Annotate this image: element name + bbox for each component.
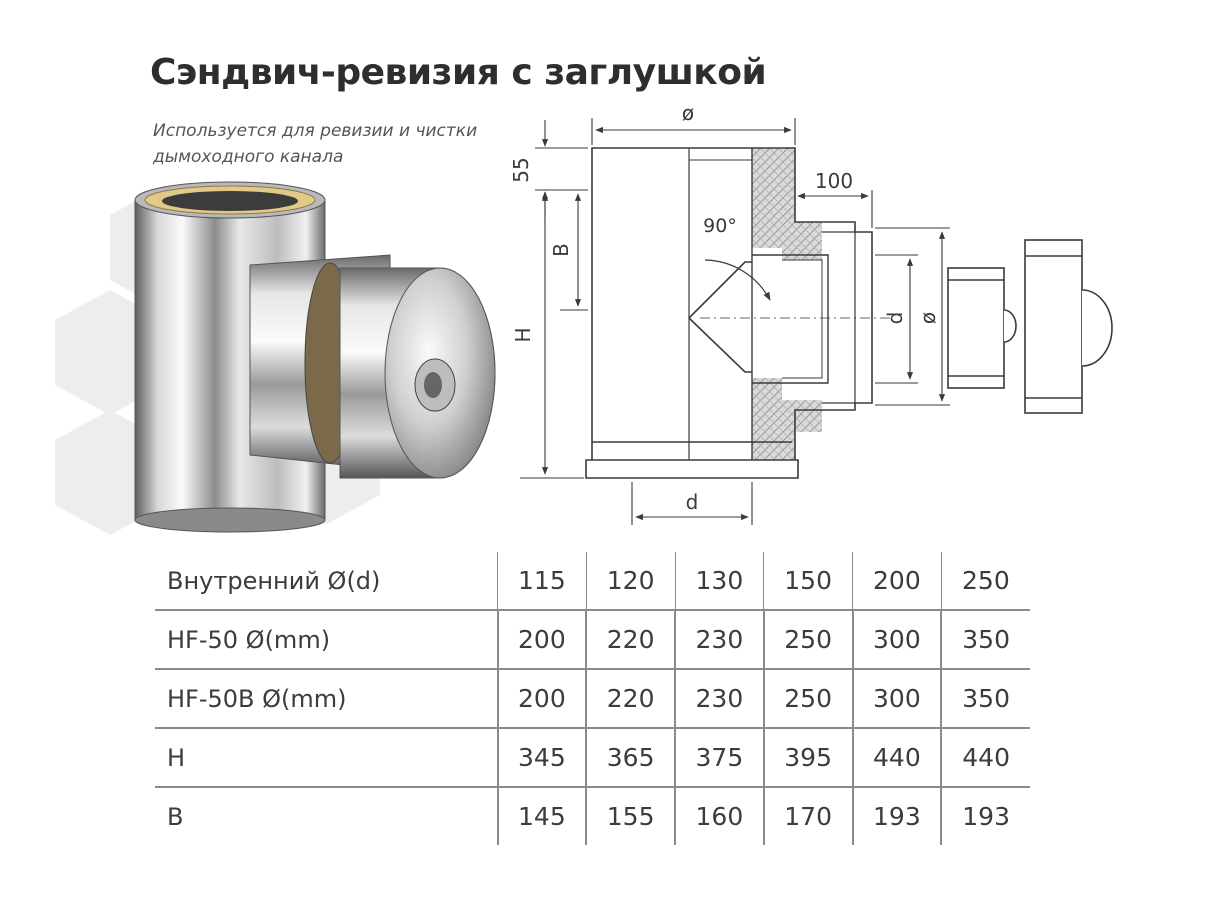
dim-d-side-label: d bbox=[883, 312, 907, 325]
description-line-1: Используется для ревизии и чистки bbox=[153, 121, 478, 141]
table-cell: 250 bbox=[940, 552, 1030, 611]
row-label: H bbox=[155, 728, 498, 788]
table-cell: 230 bbox=[674, 610, 764, 670]
table-cell: 365 bbox=[585, 728, 675, 788]
table-cell: 200 bbox=[496, 610, 587, 670]
dim-diameter-side-label: ø bbox=[916, 312, 940, 324]
table-cell: 440 bbox=[940, 728, 1030, 788]
row-label: Внутренний Ø(d) bbox=[155, 552, 498, 611]
table-cell: 145 bbox=[496, 787, 587, 845]
table-cell: 150 bbox=[763, 552, 853, 611]
row-label: HF-50B Ø(mm) bbox=[155, 669, 498, 729]
table-row: B 145 155 160 170 193 193 bbox=[155, 787, 1030, 845]
dim-diameter-top-label: ø bbox=[682, 101, 694, 125]
table-cell: 250 bbox=[762, 610, 853, 670]
table-cell: 193 bbox=[940, 787, 1030, 845]
dim-100-label: 100 bbox=[815, 169, 853, 193]
table-cell: 300 bbox=[851, 610, 942, 670]
table-cell: 220 bbox=[585, 610, 675, 670]
table-cell: 345 bbox=[496, 728, 587, 788]
table-cell: 220 bbox=[585, 669, 675, 729]
cap-parts bbox=[947, 239, 1113, 414]
table-cell: 200 bbox=[852, 552, 942, 611]
table-row: H 345 365 375 395 440 440 bbox=[155, 728, 1030, 788]
page-title: Сэндвич-ревизия с заглушкой bbox=[150, 52, 767, 93]
table-cell: 350 bbox=[940, 669, 1030, 729]
table-cell: 440 bbox=[851, 728, 942, 788]
table-row: HF-50B Ø(mm) 200 220 230 250 300 350 bbox=[155, 669, 1030, 729]
dimension-labels: ø 55 100 90° B H d ø d bbox=[509, 101, 940, 514]
row-label: B bbox=[167, 802, 184, 831]
table-cell: 155 bbox=[585, 787, 675, 845]
page-description: Используется для ревизии и чистки дымохо… bbox=[153, 118, 533, 170]
table-cell: 170 bbox=[762, 787, 853, 845]
dim-d-bottom-label: d bbox=[686, 490, 699, 514]
table-cell: 375 bbox=[674, 728, 764, 788]
table-row: HF-50 Ø(mm) 200 220 230 250 300 350 bbox=[155, 610, 1030, 670]
specs-table: Внутренний Ø(d) 115 120 130 150 200 250 … bbox=[155, 552, 1030, 845]
table-cell: 193 bbox=[851, 787, 942, 845]
table-cell: 300 bbox=[851, 669, 942, 729]
table-cell: 230 bbox=[674, 669, 764, 729]
table-cell: 395 bbox=[762, 728, 853, 788]
table-cell: 120 bbox=[585, 552, 675, 611]
technical-drawing bbox=[585, 147, 890, 479]
table-cell: 200 bbox=[496, 669, 587, 729]
dim-55-label: 55 bbox=[509, 157, 533, 182]
table-cell: 115 bbox=[497, 552, 587, 611]
table-cell: 130 bbox=[674, 552, 764, 611]
dim-h-label: H bbox=[511, 327, 535, 342]
table-cell: 160 bbox=[674, 787, 764, 845]
table-row: Внутренний Ø(d) 115 120 130 150 200 250 bbox=[155, 552, 1030, 611]
product-photo bbox=[134, 181, 496, 533]
dim-angle-label: 90° bbox=[703, 215, 737, 237]
table-cell: 350 bbox=[940, 610, 1030, 670]
description-line-2: дымоходного канала bbox=[153, 147, 344, 167]
dim-b-label: B bbox=[549, 243, 573, 257]
table-cell: 250 bbox=[762, 669, 853, 729]
dimension-lines bbox=[520, 118, 950, 525]
row-label: HF-50 Ø(mm) bbox=[155, 610, 498, 670]
